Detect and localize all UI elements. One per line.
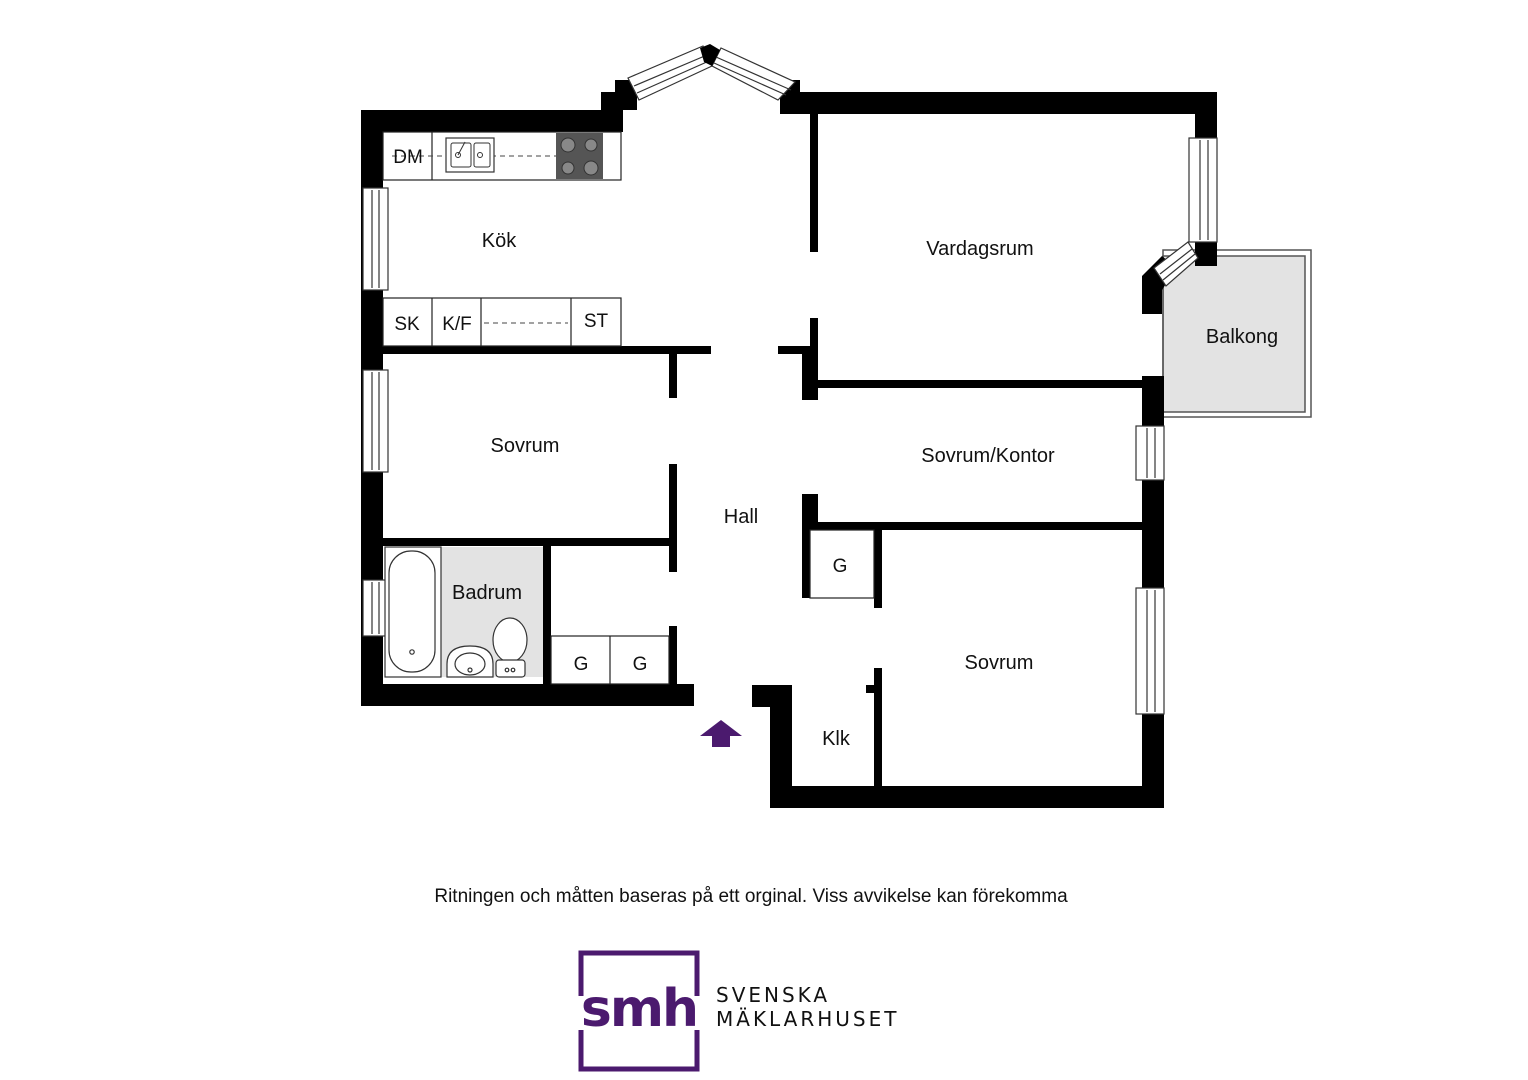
room-label-balkong: Balkong xyxy=(1206,326,1278,348)
kitchen-counter-bottom xyxy=(382,297,622,347)
brand-name: SVENSKA MÄKLARHUSET xyxy=(716,983,899,1031)
room-label-kok: Kök xyxy=(482,230,517,252)
brand-line-2: MÄKLARHUSET xyxy=(716,1007,900,1031)
bay-window-apex xyxy=(700,44,720,66)
room-label-badrum: Badrum xyxy=(452,582,522,604)
brand-line-1: SVENSKA xyxy=(716,983,831,1007)
fixture-label-kf: K/F xyxy=(442,314,472,335)
fixture-label-g-1: G xyxy=(574,654,589,675)
washbasin-icon xyxy=(446,645,494,678)
fixture-label-g-2: G xyxy=(633,654,648,675)
room-label-klk: Klk xyxy=(822,728,851,750)
room-label-sovrum-kontor: Sovrum/Kontor xyxy=(921,445,1055,467)
smh-logo-icon: smh xyxy=(578,950,706,1072)
fixture-label-st: ST xyxy=(584,311,609,332)
logo-mark-text: smh xyxy=(581,979,697,1039)
fixture-label-dm: DM xyxy=(393,147,423,168)
bathtub-icon xyxy=(384,546,442,678)
windows xyxy=(362,45,1218,715)
balkong-floor xyxy=(1162,255,1306,413)
outer-walls xyxy=(361,80,1217,808)
room-label-hall: Hall xyxy=(724,506,758,528)
interior-walls xyxy=(383,112,1142,786)
room-label-vardagsrum: Vardagsrum xyxy=(926,238,1033,260)
disclaimer-text: Ritningen och måtten baseras på ett orgi… xyxy=(434,886,1068,907)
wardrobes xyxy=(550,529,875,685)
toilet-icon xyxy=(492,617,528,678)
fixture-label-g-right: G xyxy=(833,556,848,577)
room-label-sovrum-left: Sovrum xyxy=(491,435,560,457)
kitchen-counter-top xyxy=(382,131,622,181)
balkong-railing xyxy=(1162,249,1312,418)
entrance-arrow-icon xyxy=(700,720,742,747)
fixture-label-sk: SK xyxy=(394,314,420,335)
room-label-sovrum-right: Sovrum xyxy=(965,652,1034,674)
